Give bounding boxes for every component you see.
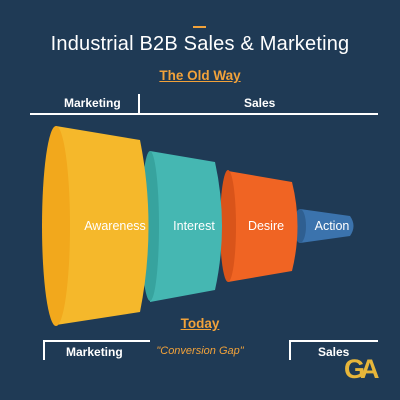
- today-sales-line: [289, 340, 378, 360]
- ga-logo: GA: [344, 354, 380, 384]
- stage-label-desire: Desire: [247, 219, 285, 233]
- funnel-stage-awareness: [42, 126, 149, 326]
- page-title: Industrial B2B Sales & Marketing: [50, 33, 350, 55]
- old-way-marketing-label: Marketing: [64, 96, 121, 110]
- stage-label-action: Action: [314, 219, 350, 233]
- funnel-stage-desire: [220, 170, 298, 282]
- old-way-heading: The Old Way: [159, 68, 241, 83]
- today-bracket: [43, 340, 378, 360]
- conversion-gap-label: "Conversion Gap": [156, 345, 244, 357]
- stage-label-interest: Interest: [173, 219, 215, 233]
- old-way-bracket: [30, 94, 378, 115]
- today-marketing-label: Marketing: [66, 345, 123, 359]
- stage-label-awareness: Awareness: [84, 219, 146, 233]
- accent-dash: [193, 26, 206, 28]
- today-marketing-line: [43, 340, 150, 360]
- today-heading: Today: [180, 316, 220, 331]
- old-way-sales-label: Sales: [244, 96, 276, 110]
- funnel: [42, 126, 354, 326]
- today-sales-label: Sales: [318, 345, 350, 359]
